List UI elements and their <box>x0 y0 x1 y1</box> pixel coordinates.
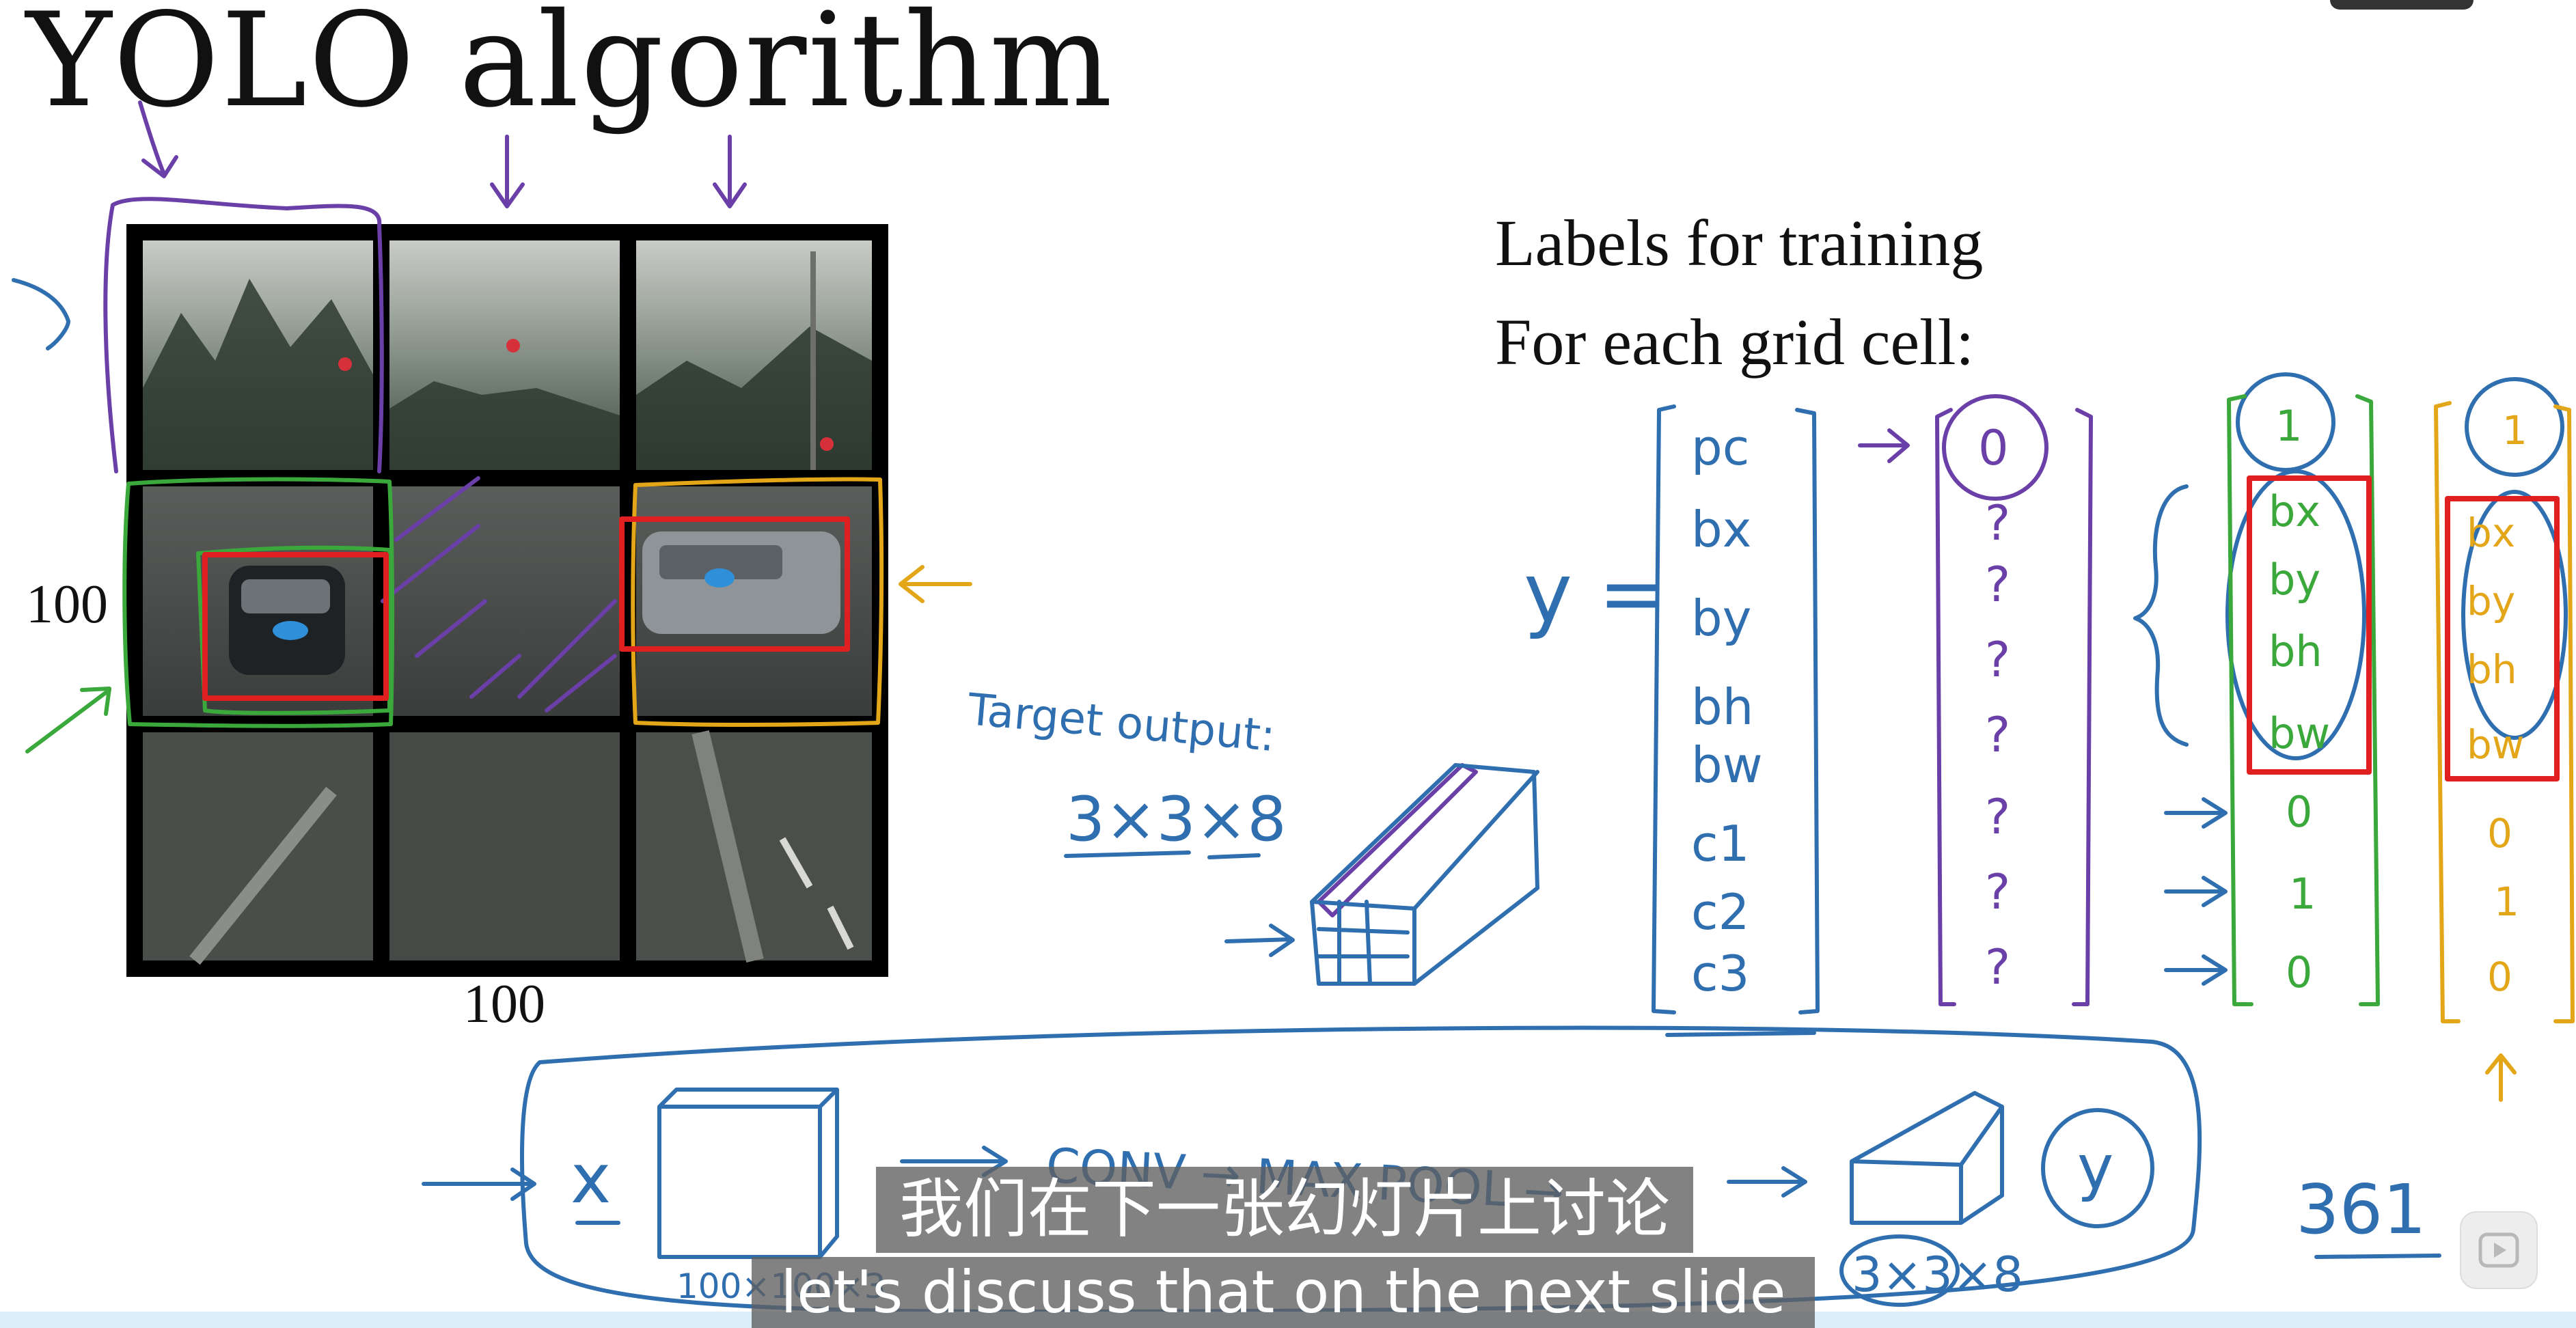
pipeline-output-dims: 3×3×8 <box>1852 1247 2023 1303</box>
svg-text:0: 0 <box>2286 787 2312 837</box>
svg-text:c1: c1 <box>1691 815 1749 872</box>
axis-label-bottom: 100 <box>463 974 545 1034</box>
svg-text:?: ? <box>1985 707 2010 763</box>
svg-text:0: 0 <box>1978 420 2009 476</box>
svg-text:bh: bh <box>2269 626 2322 676</box>
count-label: 361 <box>2296 1170 2426 1249</box>
svg-text:0: 0 <box>2487 954 2512 1000</box>
arrow-down <box>490 135 525 208</box>
input-volume <box>657 1088 839 1259</box>
play-button[interactable] <box>2460 1211 2538 1289</box>
svg-text:1: 1 <box>2289 869 2316 919</box>
subtitle-chinese: 我们在下一张幻灯片上讨论 <box>876 1167 1693 1253</box>
output-volume <box>1850 1091 2004 1225</box>
svg-text:pc: pc <box>1691 419 1749 476</box>
labels-heading: Labels for training <box>1495 206 1984 279</box>
svg-text:1: 1 <box>2494 879 2519 925</box>
grid-cell <box>389 486 620 716</box>
y-vector-entries: pc bx by bh bw c1 c2 c3 <box>1691 419 1763 1002</box>
svg-text:?: ? <box>1985 632 2010 688</box>
per-cell-heading: For each grid cell: <box>1495 305 1975 378</box>
pipeline-x-label: x <box>571 1139 611 1219</box>
y-equals-label: y = <box>1524 547 1667 641</box>
volume-3x3x8 <box>1310 763 1539 986</box>
grid-image <box>126 224 888 977</box>
target-dims-label: 3×3×8 <box>1066 784 1287 855</box>
svg-text:?: ? <box>1985 557 2010 613</box>
svg-text:1: 1 <box>2502 407 2527 454</box>
svg-text:bh: bh <box>2467 646 2517 693</box>
svg-text:0: 0 <box>2487 810 2512 857</box>
yellow-vector-bracket <box>2434 401 2575 1023</box>
svg-text:?: ? <box>1985 939 2010 995</box>
pipeline-y-label: y <box>2077 1132 2113 1204</box>
bbox-green-col <box>2247 475 2372 775</box>
svg-text:bw: bw <box>1691 736 1763 794</box>
purple-pc-circle <box>1942 394 2049 501</box>
yellow-vector-entries: 1 bx by bh bw 0 1 0 <box>2467 407 2527 1000</box>
play-icon <box>2478 1232 2519 1268</box>
y-circle <box>2041 1108 2154 1228</box>
purple-vector-bracket <box>1935 408 2093 1006</box>
arrow-up-right <box>25 687 111 753</box>
svg-text:c3: c3 <box>1691 945 1749 1002</box>
svg-text:bx: bx <box>1691 501 1751 558</box>
svg-text:1: 1 <box>2275 401 2302 451</box>
green-vector-entries: 1 bx by bh bw 0 1 0 <box>2269 401 2330 997</box>
svg-text:bh: bh <box>1691 678 1753 736</box>
svg-text:bx: bx <box>2467 510 2515 556</box>
axis-label-left: 100 <box>26 575 108 635</box>
grid-cell <box>389 732 620 960</box>
svg-text:?: ? <box>1985 789 2010 845</box>
arrow-right <box>12 278 70 350</box>
bbox-yellow-col <box>2445 496 2560 781</box>
svg-text:c2: c2 <box>1691 883 1749 941</box>
svg-text:by: by <box>2467 578 2515 624</box>
green-vector-bracket <box>2227 394 2380 1006</box>
top-corner-tab[interactable] <box>2330 0 2474 10</box>
svg-text:?: ? <box>1985 864 2010 920</box>
y-vector-bracket <box>1652 404 1820 1014</box>
slide-title: YOLO algorithm <box>26 0 1114 136</box>
arrow-down <box>713 135 747 208</box>
target-output-label: Target output: <box>965 684 1278 762</box>
svg-text:?: ? <box>1985 495 2010 551</box>
arrow-left <box>899 565 972 603</box>
purple-vector-entries: 0 ? ? ? ? ? ? ? <box>1978 420 2010 995</box>
svg-text:by: by <box>1691 590 1751 647</box>
svg-text:0: 0 <box>2286 947 2312 997</box>
svg-text:bw: bw <box>2467 721 2524 768</box>
svg-text:bw: bw <box>2269 708 2330 758</box>
grid-cell <box>143 732 373 960</box>
dims-circle <box>1839 1234 1960 1307</box>
subtitle-english: let's discuss that on the next slide <box>752 1257 1815 1328</box>
svg-text:bx: bx <box>2269 486 2320 536</box>
svg-text:by: by <box>2269 555 2320 605</box>
